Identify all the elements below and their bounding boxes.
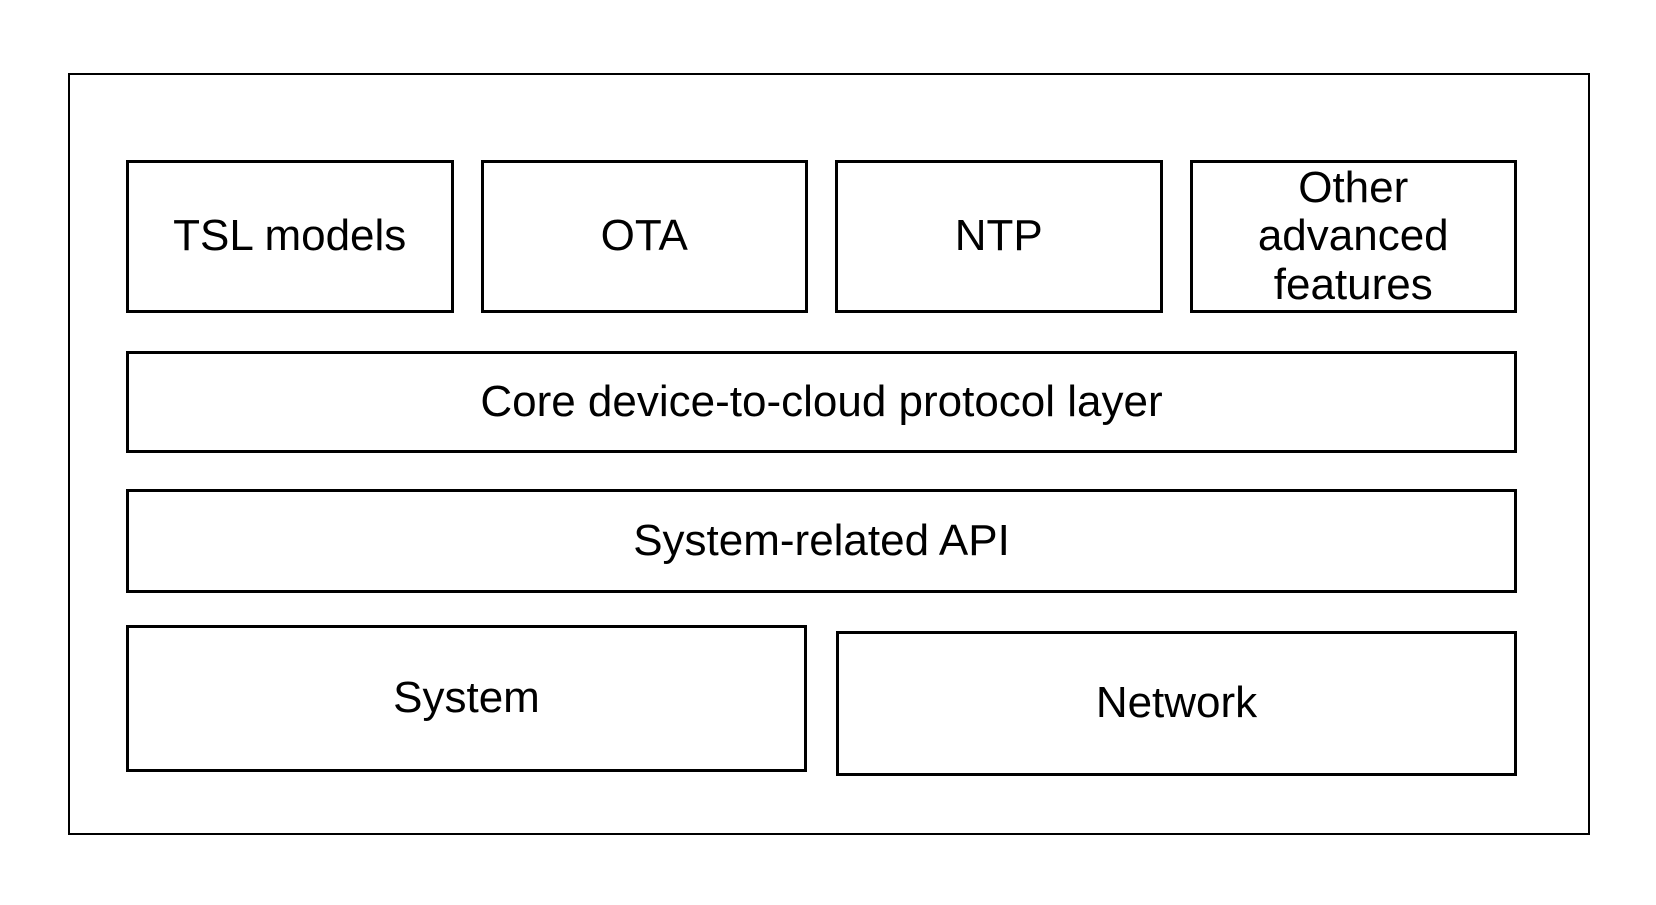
tsl-models-label: TSL models xyxy=(173,211,407,261)
advanced-features-row: TSL models OTA NTP Other advanced featur… xyxy=(126,160,1517,313)
ota-box: OTA xyxy=(480,160,808,313)
other-advanced-features-label: Other advanced features xyxy=(1257,162,1449,309)
architecture-diagram-frame: TSL models OTA NTP Other advanced featur… xyxy=(68,73,1590,835)
other-advanced-features-box: Other advanced features xyxy=(1189,160,1517,313)
ntp-box: NTP xyxy=(835,160,1163,313)
network-label: Network xyxy=(1095,678,1258,728)
system-box: System xyxy=(126,625,807,772)
system-related-api-box: System-related API xyxy=(126,489,1517,593)
system-label: System xyxy=(393,673,540,723)
platform-layer-row: System Network xyxy=(126,625,1517,776)
network-box: Network xyxy=(836,631,1517,776)
core-protocol-layer-box: Core device-to-cloud protocol layer xyxy=(126,351,1517,453)
ntp-label: NTP xyxy=(954,211,1043,261)
core-protocol-layer-label: Core device-to-cloud protocol layer xyxy=(480,376,1163,426)
tsl-models-box: TSL models xyxy=(126,160,454,313)
system-related-api-label: System-related API xyxy=(633,515,1010,565)
ota-label: OTA xyxy=(600,211,688,261)
